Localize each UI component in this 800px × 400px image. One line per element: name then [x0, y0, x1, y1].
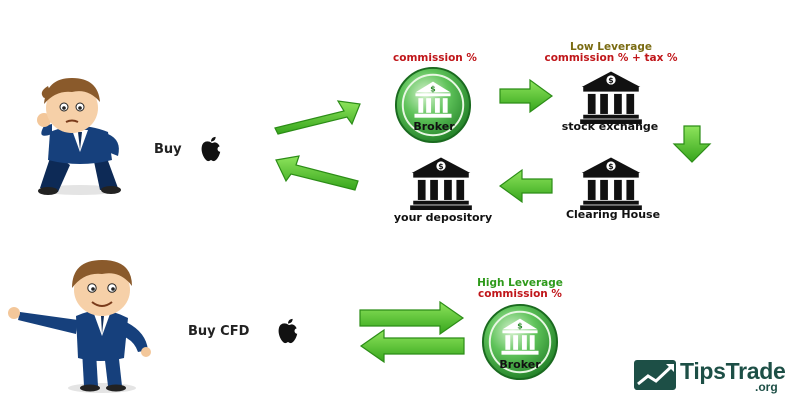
- arrow-exchange-to-clearing: [672, 125, 712, 163]
- high-leverage-label: High Leverage: [477, 277, 563, 289]
- businessman-thinking-icon: [37, 78, 121, 195]
- depository-bank-icon: [410, 157, 472, 210]
- arrow-depository-to-investor: [275, 155, 359, 191]
- arrow-to-cfd-broker: [359, 300, 465, 336]
- tipstrade-logo-icon: [634, 360, 676, 390]
- cfd-broker-label: Broker: [499, 358, 541, 371]
- buy-label: Buy: [154, 142, 182, 157]
- depository-label: your depository: [393, 211, 493, 224]
- broker-label: Broker: [413, 120, 455, 133]
- apple-logo-icon-cfd: [278, 318, 300, 344]
- tipstrade-logo-suffix: .org: [755, 380, 778, 394]
- tipstrade-logo-text: TipsTrade: [680, 358, 786, 384]
- clearing-house-label: Clearing House: [565, 208, 661, 221]
- exchange-fee-label: commission % + tax %: [544, 52, 678, 64]
- cfd-broker-fee-label: commission %: [478, 288, 562, 300]
- low-leverage-label: Low Leverage: [570, 41, 652, 53]
- stock-exchange-bank-icon: [580, 71, 642, 124]
- stock-exchange-label: stock exchange: [561, 120, 659, 133]
- buy-cfd-label: Buy CFD: [188, 324, 250, 339]
- arrow-to-broker: [274, 100, 361, 135]
- arrow-broker-to-exchange: [499, 78, 554, 114]
- arrow-clearing-to-depository: [498, 168, 553, 204]
- arrow-from-cfd-broker: [359, 328, 465, 364]
- broker-fee-label: commission %: [393, 52, 477, 64]
- clearing-house-bank-icon: [580, 157, 642, 210]
- apple-logo-icon: [201, 136, 223, 162]
- businessman-pointing-icon: [8, 260, 151, 393]
